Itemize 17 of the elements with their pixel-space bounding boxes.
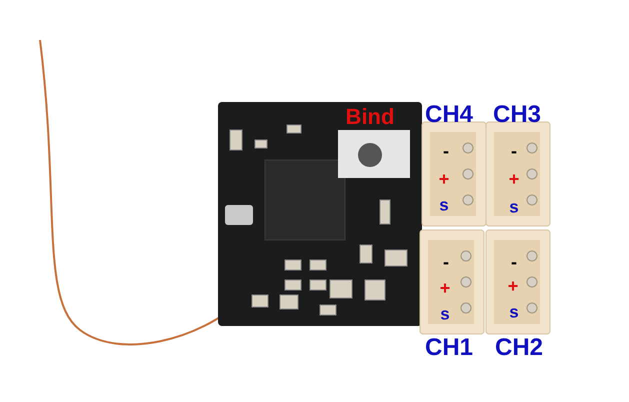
pin-label: - — [443, 142, 449, 160]
pin-label: - — [511, 253, 517, 271]
channel-label: CH2 — [495, 336, 543, 360]
pin-label: + — [438, 170, 450, 188]
pin-label: - — [511, 142, 517, 160]
channel-label: CH4 — [425, 103, 473, 127]
pin-label: s — [509, 198, 519, 216]
pin-label: s — [509, 304, 519, 320]
channel-label: CH3 — [493, 103, 541, 127]
pin-label: + — [508, 277, 518, 295]
channel-label: CH1 — [425, 336, 473, 360]
pin-label: s — [439, 196, 449, 214]
pin-label: + — [440, 279, 450, 297]
pin-label: + — [508, 170, 520, 188]
pin-label: - — [443, 253, 449, 271]
button-label: Bind — [346, 106, 394, 128]
pin-label: s — [440, 306, 450, 322]
